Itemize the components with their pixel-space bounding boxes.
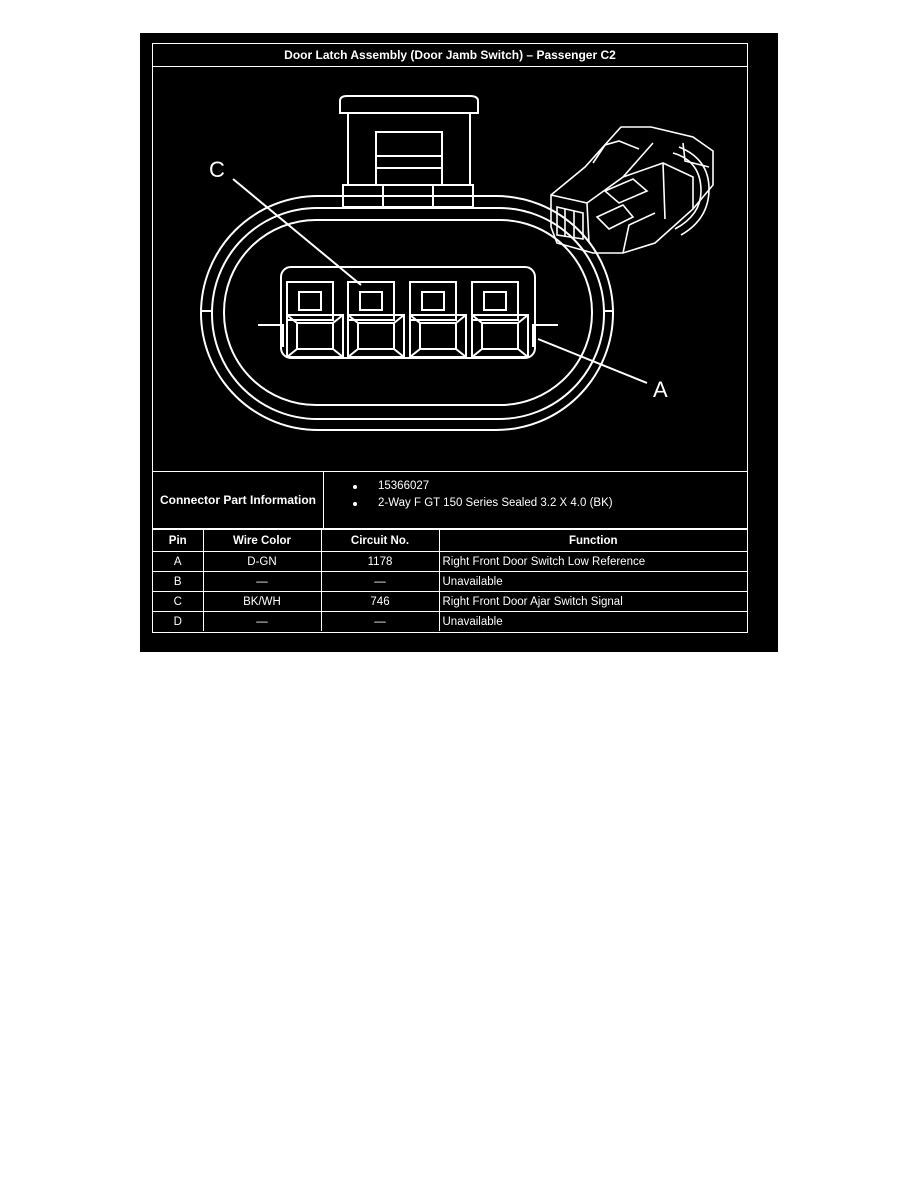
pin-cell: A — [153, 551, 204, 572]
table-row: A D-GN 1178 Right Front Door Switch Low … — [153, 551, 747, 572]
connector-info-list: 15366027 2-Way F GT 150 Series Sealed 3.… — [324, 472, 613, 528]
table-row: C BK/WH 746 Right Front Door Ajar Switch… — [153, 591, 747, 612]
circuit-cell: — — [320, 571, 440, 592]
latch-body — [347, 113, 471, 186]
function-cell: Unavailable — [438, 571, 747, 592]
pin-cell: D — [153, 611, 204, 631]
lower-terminal-row — [286, 314, 529, 358]
connector-face-svg: C A — [200, 95, 714, 431]
pin-cell: C — [153, 591, 204, 612]
connector-drawing: C A — [153, 67, 747, 472]
latch-tab — [339, 95, 479, 114]
callout-c-label: C — [209, 157, 225, 182]
function-cell: Right Front Door Switch Low Reference — [438, 551, 747, 572]
wire-color-cell: BK/WH — [202, 591, 322, 612]
connector-panel: Door Latch Assembly (Door Jamb Switch) –… — [152, 43, 748, 633]
pinout-header-row: Pin Wire Color Circuit No. Function — [153, 529, 747, 552]
function-cell: Unavailable — [438, 611, 747, 631]
header-function: Function — [438, 529, 747, 552]
diagram-title: Door Latch Assembly (Door Jamb Switch) –… — [153, 44, 747, 67]
pin-cell: B — [153, 571, 204, 592]
connector-description: 2-Way F GT 150 Series Sealed 3.2 X 4.0 (… — [324, 495, 613, 512]
latch-window — [375, 131, 443, 186]
header-pin: Pin — [153, 529, 204, 552]
circuit-cell: — — [320, 611, 440, 631]
housing-inner — [223, 219, 593, 406]
wire-color-cell: — — [202, 611, 322, 631]
upper-terminal-row — [286, 281, 519, 321]
pinout-table: Pin Wire Color Circuit No. Function A D-… — [153, 529, 747, 631]
table-row: D — — Unavailable — [153, 611, 747, 631]
header-circuit-no: Circuit No. — [320, 529, 440, 552]
housing-mid — [211, 207, 605, 420]
connector-part-info: Connector Part Information 15366027 2-Wa… — [153, 472, 747, 529]
circuit-cell: 746 — [320, 591, 440, 612]
callout-a-leader — [537, 338, 648, 384]
wire-color-cell: D-GN — [202, 551, 322, 572]
part-number: 15366027 — [324, 478, 613, 495]
callout-c-leader — [232, 178, 362, 286]
function-cell: Right Front Door Ajar Switch Signal — [438, 591, 747, 612]
diagram-frame: Door Latch Assembly (Door Jamb Switch) –… — [140, 33, 778, 652]
connector-isometric-view — [550, 126, 714, 254]
wire-color-cell: — — [202, 571, 322, 592]
table-row: B — — Unavailable — [153, 571, 747, 592]
circuit-cell: 1178 — [320, 551, 440, 572]
callout-a-label: A — [653, 377, 668, 402]
housing-outer — [200, 195, 614, 431]
connector-info-label: Connector Part Information — [153, 472, 324, 528]
cavity-frame — [280, 266, 536, 359]
header-wire-color: Wire Color — [202, 529, 322, 552]
